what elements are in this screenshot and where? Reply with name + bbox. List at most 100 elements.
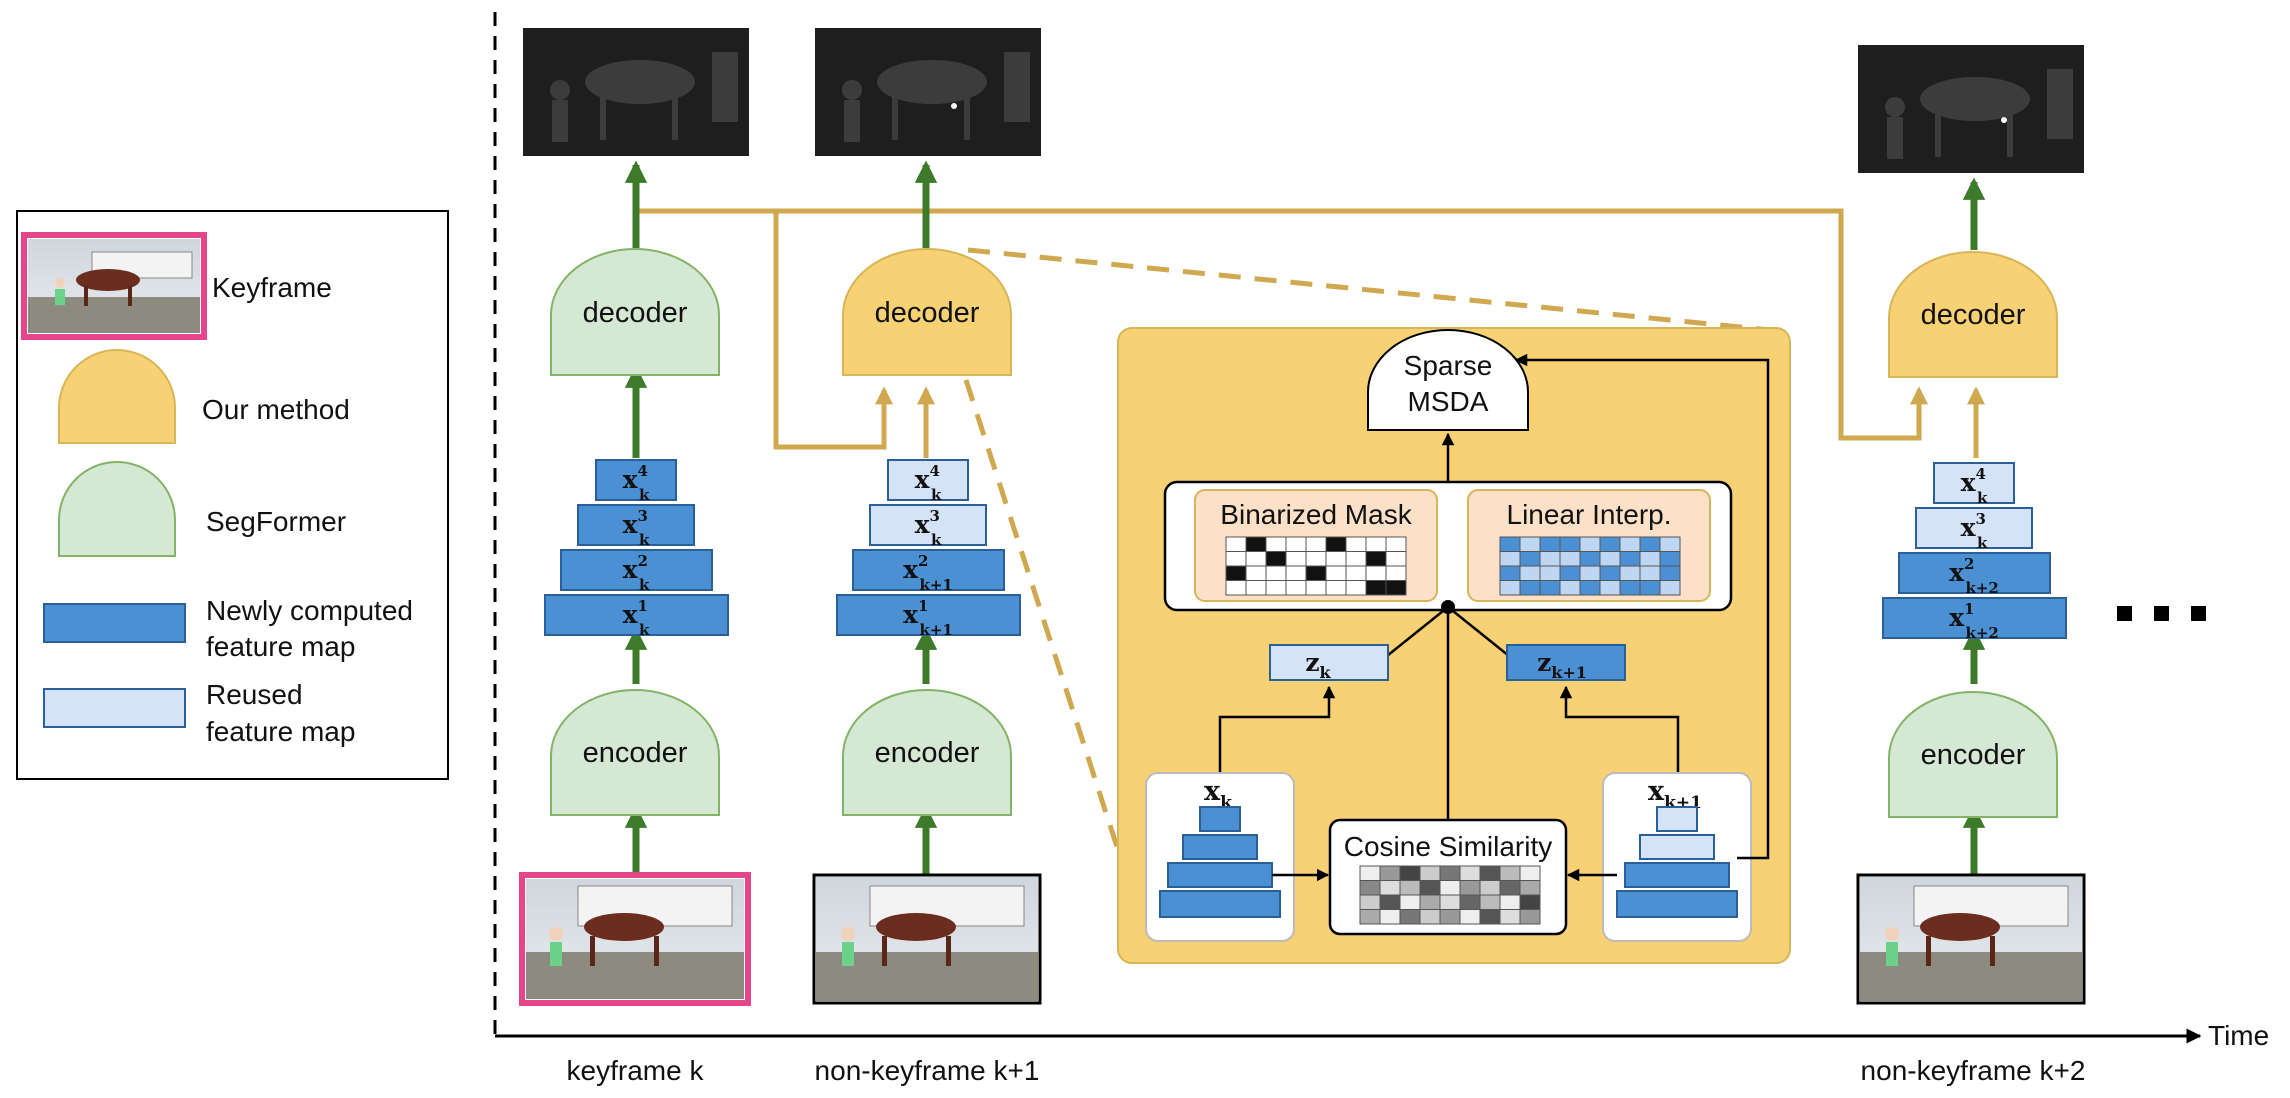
zoom-lines	[963, 247, 1771, 851]
legend-our-method-label: Our method	[202, 394, 350, 425]
grid-cell	[1285, 551, 1307, 567]
grid-cell	[1499, 565, 1521, 581]
feature-map-level1	[836, 594, 1021, 636]
feature-map-level4	[887, 459, 969, 501]
grid-cell	[1499, 909, 1521, 925]
frame-label-col3: non-keyframe k+2	[1861, 1055, 2086, 1086]
segmentation-output-col1	[523, 28, 749, 156]
encoder-label: encoder	[583, 737, 688, 769]
encoder-label: encoder	[875, 737, 980, 769]
grid-cell	[1419, 909, 1441, 925]
grid-cell	[1639, 536, 1661, 552]
legend-segformer-icon	[58, 461, 176, 557]
grid-cell	[1479, 894, 1501, 910]
decoder-label: decoder	[583, 297, 688, 329]
decoder-block	[842, 248, 1012, 376]
grid-cell	[1499, 536, 1521, 552]
grid-cell	[1225, 551, 1247, 567]
grid-cell	[1379, 865, 1401, 881]
binarized-mask-label: Binarized Mask	[1220, 499, 1412, 530]
grid-cell	[1439, 894, 1461, 910]
grid-cell	[1599, 536, 1621, 552]
grid-cell	[1265, 536, 1287, 552]
grid-cell	[1399, 909, 1421, 925]
grid-cell	[1399, 865, 1421, 881]
detail-panel: Sparse MSDA Binarized Mask Linear Interp…	[1117, 327, 1791, 964]
encoder-block	[1888, 691, 2058, 818]
grid-cell	[1559, 580, 1581, 596]
grid-cell	[1325, 551, 1347, 567]
grid-cell	[1385, 536, 1407, 552]
z-k-box	[1269, 644, 1389, 681]
grid-cell	[1659, 565, 1681, 581]
grid-cell	[1559, 565, 1581, 581]
feature-map-level1	[544, 594, 729, 636]
grid-cell	[1225, 565, 1247, 581]
grid-cell	[1519, 909, 1541, 925]
grid-cell	[1365, 580, 1387, 596]
linear-interp-label: Linear Interp.	[1507, 499, 1672, 530]
grid-cell	[1579, 580, 1601, 596]
input-frame-col1	[519, 872, 751, 1006]
grid-cell	[1359, 880, 1381, 896]
grid-cell	[1519, 880, 1541, 896]
grid-cell	[1359, 865, 1381, 881]
grid-cell	[1345, 565, 1367, 581]
grid-cell	[1225, 536, 1247, 552]
grid-cell	[1459, 865, 1481, 881]
grid-cell	[1539, 565, 1561, 581]
grid-cell	[1619, 551, 1641, 567]
grid-cell	[1539, 551, 1561, 567]
grid-cell	[1325, 565, 1347, 581]
grid-cell	[1385, 551, 1407, 567]
grid-cell	[1439, 865, 1461, 881]
frame-label-col1: keyframe k	[567, 1055, 705, 1086]
decoder-label: decoder	[1921, 299, 2026, 331]
grid-cell	[1499, 865, 1521, 881]
grid-cell	[1659, 580, 1681, 596]
sparse-msda-block	[1367, 329, 1529, 431]
green-arrows	[624, 160, 1986, 876]
grid-cell	[1379, 894, 1401, 910]
grid-cell	[1325, 580, 1347, 596]
grid-cell	[1365, 565, 1387, 581]
grid-cell	[1399, 880, 1421, 896]
grid-cell	[1459, 909, 1481, 925]
grid-cell	[1659, 536, 1681, 552]
encoder-label: encoder	[1921, 739, 2026, 771]
legend-reused-swatch	[43, 688, 186, 728]
segmentation-output-col2	[815, 28, 1041, 156]
grid-cell	[1265, 565, 1287, 581]
grid-cell	[1579, 551, 1601, 567]
grid-cell	[1305, 565, 1327, 581]
cosine-similarity-label: Cosine Similarity	[1344, 831, 1553, 862]
grid-cell	[1285, 536, 1307, 552]
grid-cell	[1359, 909, 1381, 925]
input-frame-col3	[1856, 873, 2086, 1005]
grid-cell	[1499, 551, 1521, 567]
grid-cell	[1379, 880, 1401, 896]
z-k-label: zk	[1305, 648, 1331, 682]
grid-cell	[1519, 865, 1541, 881]
feature-map-level2	[1898, 552, 2051, 594]
grid-cell	[1385, 580, 1407, 596]
grid-cell	[1639, 565, 1661, 581]
grid-cell	[1519, 894, 1541, 910]
grid-cell	[1345, 580, 1367, 596]
grid-cell	[1365, 536, 1387, 552]
grid-cell	[1345, 536, 1367, 552]
grid-cell	[1345, 551, 1367, 567]
grid-cell	[1245, 565, 1267, 581]
feature-map-level3	[577, 504, 695, 546]
encoder-block	[550, 689, 720, 816]
grid-cell	[1499, 580, 1521, 596]
grid-cell	[1459, 880, 1481, 896]
column-3: decoder encoder	[1888, 251, 2058, 818]
grid-cell	[1539, 536, 1561, 552]
grid-cell	[1245, 551, 1267, 567]
feature-map-level4	[1933, 462, 2015, 504]
grid-cell	[1599, 565, 1621, 581]
sparse-msda-line2: MSDA	[1408, 386, 1489, 417]
